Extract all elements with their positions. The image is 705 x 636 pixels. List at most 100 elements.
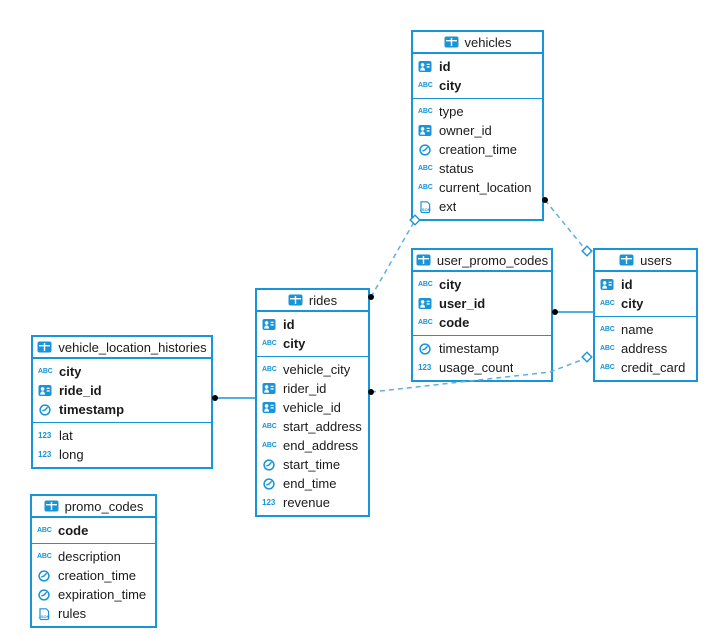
field-row-rider_id[interactable]: rider_id xyxy=(257,379,368,398)
relation-vehicles-to-users[interactable] xyxy=(542,197,593,257)
text-type-abc-icon-label: ABC xyxy=(418,165,433,172)
field-name: id xyxy=(621,277,633,292)
text-type-abc-icon: ABC xyxy=(600,300,616,307)
field-row-description[interactable]: ABC description xyxy=(32,547,155,566)
field-name: type xyxy=(439,104,464,119)
text-type-abc-icon-label: ABC xyxy=(418,82,433,89)
text-type-abc-icon: ABC xyxy=(262,366,278,373)
field-row-ext[interactable]: JSON ext xyxy=(413,197,542,216)
text-type-abc-icon-label: ABC xyxy=(262,340,277,347)
table-header[interactable]: users xyxy=(595,250,696,272)
svg-text:JSON: JSON xyxy=(420,207,431,212)
number-type-123-icon: 123 xyxy=(418,363,434,372)
text-type-abc-icon: ABC xyxy=(262,340,278,347)
number-type-123-icon-label: 123 xyxy=(38,430,52,440)
table-header[interactable]: rides xyxy=(257,290,368,312)
relation-endpoint-dot xyxy=(368,294,374,300)
table-header[interactable]: vehicle_location_histories xyxy=(33,337,211,359)
table-name: vehicle_location_histories xyxy=(58,339,207,355)
table-header[interactable]: user_promo_codes xyxy=(413,250,551,272)
field-row-id[interactable]: id xyxy=(595,275,696,294)
field-name: timestamp xyxy=(439,341,499,356)
field-row-creation_time[interactable]: creation_time xyxy=(413,140,542,159)
field-row-id[interactable]: id xyxy=(257,315,368,334)
relation-user_promo_codes-to-users[interactable] xyxy=(552,309,593,315)
field-name: usage_count xyxy=(439,360,514,375)
text-type-abc-icon-label: ABC xyxy=(600,345,615,352)
text-type-abc-icon: ABC xyxy=(418,319,434,326)
field-row-timestamp[interactable]: timestamp xyxy=(413,339,551,358)
field-row-city[interactable]: ABC city xyxy=(595,294,696,313)
text-type-abc-icon-label: ABC xyxy=(418,108,433,115)
field-name: ride_id xyxy=(59,383,102,398)
field-row-expiration_time[interactable]: expiration_time xyxy=(32,585,155,604)
number-type-123-icon: 123 xyxy=(38,449,54,459)
svg-text:JSON: JSON xyxy=(39,614,50,619)
field-row-end_time[interactable]: end_time xyxy=(257,474,368,493)
field-name: address xyxy=(621,341,668,356)
field-row-creation_time[interactable]: creation_time xyxy=(32,566,155,585)
table-header[interactable]: vehicles xyxy=(413,32,542,54)
field-row-timestamp[interactable]: timestamp xyxy=(33,400,211,419)
text-type-abc-icon: ABC xyxy=(418,281,434,288)
text-type-abc-icon: ABC xyxy=(418,165,434,172)
field-row-usage_count[interactable]: 123 usage_count xyxy=(413,358,551,377)
person-id-icon xyxy=(600,278,616,291)
person-id-icon xyxy=(418,297,434,310)
field-row-ride_id[interactable]: ride_id xyxy=(33,381,211,400)
text-type-abc-icon: ABC xyxy=(37,553,53,560)
field-name: description xyxy=(58,549,121,564)
relation-line xyxy=(370,221,415,298)
relation-rides-to-vehicles[interactable] xyxy=(368,214,421,300)
field-row-id[interactable]: id xyxy=(413,57,542,76)
text-type-abc-icon: ABC xyxy=(418,108,434,115)
field-name: city xyxy=(621,296,644,311)
field-row-address[interactable]: ABC address xyxy=(595,339,696,358)
field-row-start_time[interactable]: start_time xyxy=(257,455,368,474)
table-header[interactable]: promo_codes xyxy=(32,496,155,518)
person-id-icon xyxy=(262,401,278,414)
field-name: rider_id xyxy=(283,381,327,396)
relation-endpoint-diamond xyxy=(409,214,421,226)
field-name: ext xyxy=(439,199,457,214)
field-row-vehicle_id[interactable]: vehicle_id xyxy=(257,398,368,417)
relation-rides-to-users[interactable] xyxy=(368,351,593,395)
text-type-abc-icon: ABC xyxy=(600,326,616,333)
relation-vehicle_location_histories-to-rides[interactable] xyxy=(212,395,255,401)
number-type-123-icon-label: 123 xyxy=(38,449,52,459)
field-row-user_id[interactable]: user_id xyxy=(413,294,551,313)
field-name: id xyxy=(439,59,451,74)
field-row-type[interactable]: ABC type xyxy=(413,102,542,121)
table-icon xyxy=(44,500,60,512)
field-row-owner_id[interactable]: owner_id xyxy=(413,121,542,140)
